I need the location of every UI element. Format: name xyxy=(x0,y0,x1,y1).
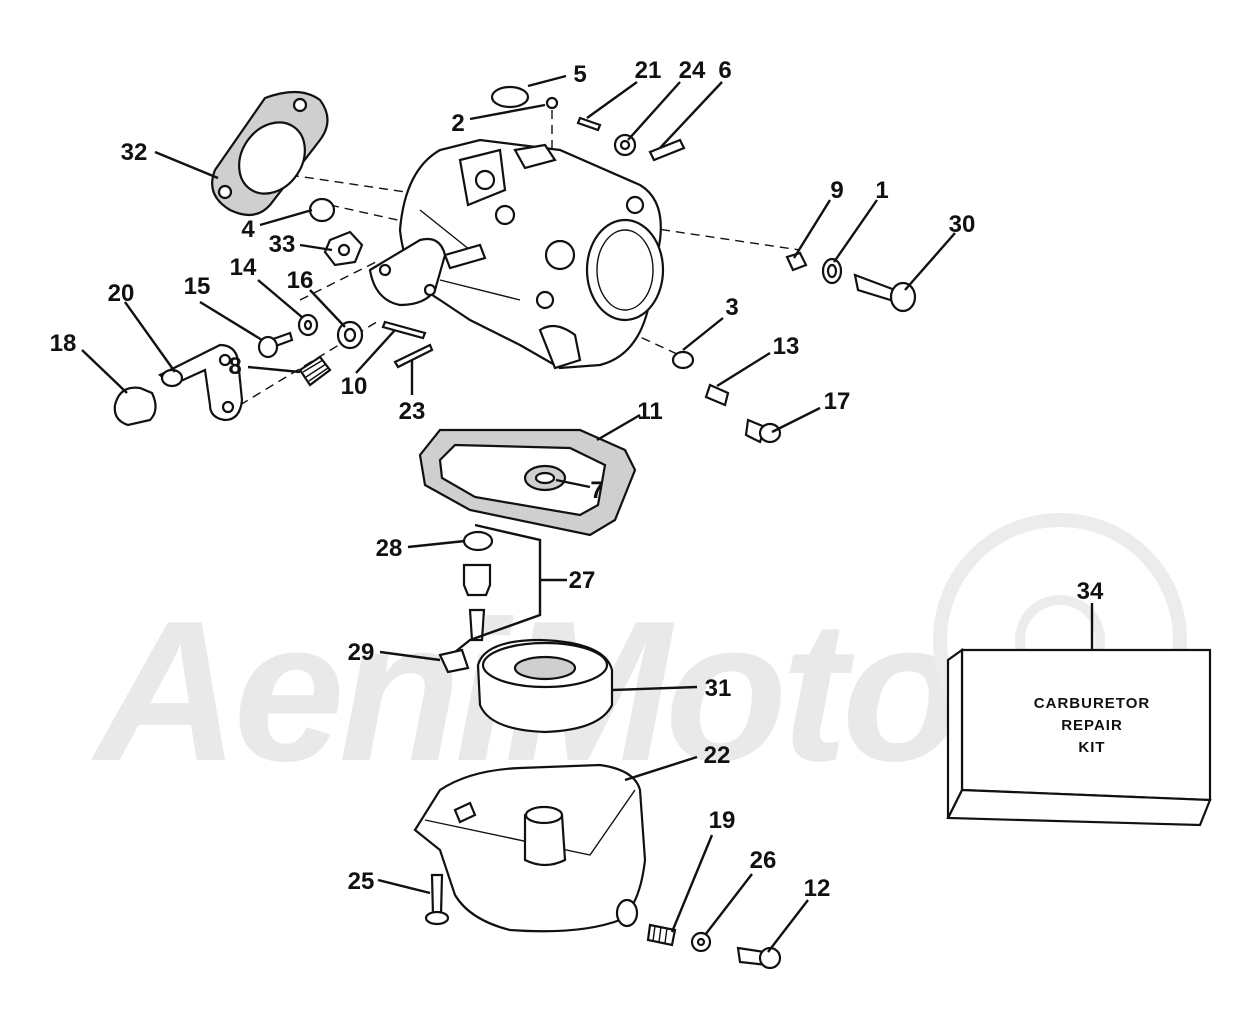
callout-17: 17 xyxy=(824,388,851,415)
callout-1: 1 xyxy=(875,177,888,204)
callout-3: 3 xyxy=(725,294,738,321)
callout-15: 15 xyxy=(184,273,211,300)
throttle-shaft-plate xyxy=(368,237,487,307)
screw-25 xyxy=(430,873,444,917)
kit-label-line2: REPAIR xyxy=(1061,717,1123,734)
small-parts-bottom xyxy=(424,873,782,970)
callout-31: 31 xyxy=(705,675,732,702)
callout-7: 7 xyxy=(590,477,603,504)
small-parts-left xyxy=(113,313,434,427)
callout-33: 33 xyxy=(269,231,296,258)
callout-8: 8 xyxy=(228,353,241,380)
float-bowl xyxy=(413,763,647,933)
callout-labels: 5 21 24 6 2 32 9 1 30 4 33 14 16 15 20 1… xyxy=(50,57,1104,902)
callout-21: 21 xyxy=(635,57,662,84)
callout-9: 9 xyxy=(830,177,843,204)
plug-4 xyxy=(308,197,336,223)
washer-28 xyxy=(462,530,494,552)
callout-27: 27 xyxy=(569,567,596,594)
callout-12: 12 xyxy=(804,875,831,902)
callout-24: 24 xyxy=(679,57,706,84)
callout-10: 10 xyxy=(341,373,368,400)
callout-18: 18 xyxy=(50,330,77,357)
small-parts-right xyxy=(671,251,917,444)
carburetor-body xyxy=(398,138,665,370)
float-pin-27 xyxy=(444,523,542,661)
callout-23: 23 xyxy=(399,398,426,425)
float-assembly xyxy=(438,523,614,734)
leader-lines xyxy=(81,74,1094,953)
kit-label-line3: KIT xyxy=(1078,739,1105,756)
callout-26: 26 xyxy=(750,847,777,874)
callout-2: 2 xyxy=(451,110,464,137)
ball-2 xyxy=(545,96,559,110)
bowl-gasket xyxy=(418,428,637,537)
knob-18 xyxy=(113,386,157,427)
callout-5: 5 xyxy=(573,61,586,88)
callout-14: 14 xyxy=(230,254,257,281)
kit-label-line1: CARBURETOR xyxy=(1034,695,1150,712)
needle-seat xyxy=(462,563,492,597)
callout-19: 19 xyxy=(709,807,736,834)
callout-30: 30 xyxy=(949,211,976,238)
callout-22: 22 xyxy=(704,742,731,769)
clip-29 xyxy=(438,648,470,674)
callout-20: 20 xyxy=(108,280,135,307)
callout-28: 28 xyxy=(376,535,403,562)
pin-21 xyxy=(576,116,602,132)
callout-4: 4 xyxy=(241,216,255,243)
needle-6 xyxy=(648,138,686,162)
callout-29: 29 xyxy=(348,639,375,666)
callout-25: 25 xyxy=(348,868,375,895)
callout-6: 6 xyxy=(718,57,731,84)
gasket-flange xyxy=(211,90,329,217)
cap-5 xyxy=(490,85,530,109)
jet-13 xyxy=(704,383,730,407)
callout-34: 34 xyxy=(1077,578,1104,605)
needle xyxy=(468,608,486,642)
shaft-10 xyxy=(381,320,427,340)
oring-3 xyxy=(671,350,695,370)
small-parts-top xyxy=(308,85,686,267)
callout-32: 32 xyxy=(121,139,148,166)
callout-16: 16 xyxy=(287,267,314,294)
callout-13: 13 xyxy=(773,333,800,360)
pin-23 xyxy=(393,343,434,369)
callout-11: 11 xyxy=(637,398,662,425)
repair-kit-box: CARBURETOR REPAIR KIT xyxy=(946,647,1212,827)
